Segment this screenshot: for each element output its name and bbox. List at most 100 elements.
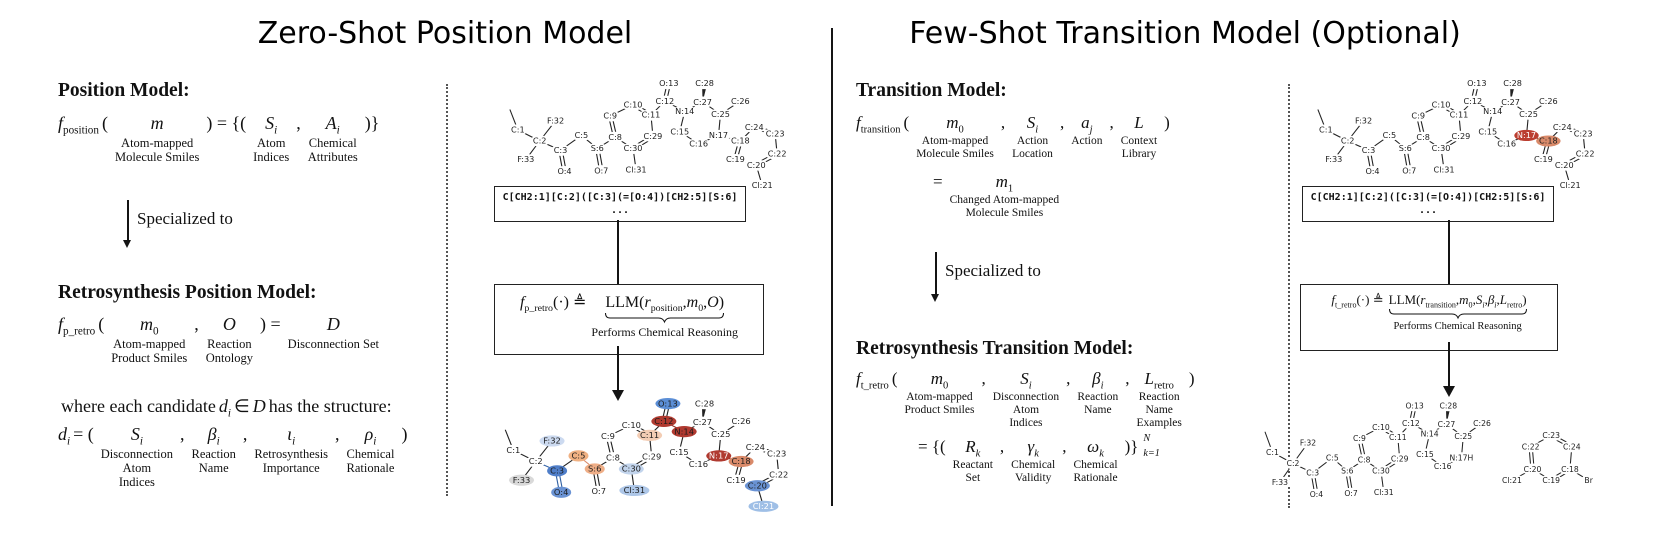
svg-text:C:8: C:8 bbox=[606, 454, 620, 463]
svg-text:C:2: C:2 bbox=[1287, 459, 1300, 468]
svg-text:Cl:31: Cl:31 bbox=[626, 166, 647, 175]
flow-line-top bbox=[617, 220, 619, 284]
svg-text:C:16: C:16 bbox=[1497, 140, 1516, 149]
svg-text:C:25: C:25 bbox=[711, 430, 730, 439]
retrosynthesis-transition-heading: Retrosynthesis Transition Model: bbox=[856, 338, 1134, 359]
svg-text:C:16: C:16 bbox=[689, 460, 708, 469]
svg-text:C:15: C:15 bbox=[669, 448, 688, 457]
arrow-down-icon bbox=[123, 240, 131, 248]
svg-text:F:32: F:32 bbox=[1355, 117, 1372, 126]
svg-text:C:23: C:23 bbox=[766, 130, 785, 139]
svg-text:N:14: N:14 bbox=[1421, 429, 1439, 438]
svg-text:C:10: C:10 bbox=[1432, 101, 1451, 110]
svg-text:C:30: C:30 bbox=[1372, 467, 1390, 476]
svg-text:C:26: C:26 bbox=[1473, 419, 1491, 428]
svg-text:C:16: C:16 bbox=[1434, 462, 1452, 471]
svg-text:C:12: C:12 bbox=[655, 97, 674, 106]
arrow-down-icon bbox=[931, 294, 939, 302]
smiles-box: C[CH2:1][C:2]([C:3](=[O:4])[CH2:5][S:6] … bbox=[1302, 186, 1554, 222]
svg-text:Cl:31: Cl:31 bbox=[624, 486, 646, 495]
svg-text:F:33: F:33 bbox=[517, 155, 534, 164]
svg-text:C:20: C:20 bbox=[1524, 465, 1542, 474]
svg-text:C:22: C:22 bbox=[768, 150, 787, 159]
transition-model-heading: Transition Model: bbox=[856, 80, 1007, 101]
flow-line-bottom bbox=[1448, 342, 1450, 386]
svg-text:C:29: C:29 bbox=[644, 132, 663, 141]
panel-divider bbox=[831, 28, 833, 506]
molecule-disconnection-highlighted: C:1C:2F:32F:33C:3O:4C:5S:6O:7C:8C:9C:10C… bbox=[503, 398, 792, 512]
svg-text:C:9: C:9 bbox=[603, 112, 617, 121]
arrow-down-icon bbox=[1443, 386, 1455, 397]
svg-text:C:9: C:9 bbox=[601, 432, 615, 441]
svg-text:C:19: C:19 bbox=[1542, 476, 1560, 485]
svg-text:O:7: O:7 bbox=[592, 487, 607, 496]
svg-text:C:26: C:26 bbox=[731, 97, 750, 106]
position-model-heading: Position Model: bbox=[58, 80, 190, 101]
svg-text:C:3: C:3 bbox=[1362, 146, 1376, 155]
svg-text:O:4: O:4 bbox=[1310, 490, 1323, 499]
svg-text:C:1: C:1 bbox=[1319, 126, 1333, 135]
svg-text:C:16: C:16 bbox=[689, 140, 708, 149]
svg-text:S:6: S:6 bbox=[1341, 467, 1353, 476]
svg-text:C:28: C:28 bbox=[695, 79, 714, 88]
svg-text:C:22: C:22 bbox=[1576, 150, 1595, 159]
svg-text:C:12: C:12 bbox=[654, 417, 673, 426]
svg-text:C:15: C:15 bbox=[670, 128, 689, 137]
svg-text:C:2: C:2 bbox=[1341, 137, 1355, 146]
svg-text:C:3: C:3 bbox=[1306, 469, 1319, 478]
svg-text:C:15: C:15 bbox=[1478, 128, 1497, 137]
underbrace-group: LLM(rposition,m0,O) Performs Chemical Re… bbox=[591, 294, 738, 340]
svg-text:O:4: O:4 bbox=[554, 488, 569, 497]
specialized-arrow-line bbox=[127, 200, 129, 240]
svg-text:C:9: C:9 bbox=[1411, 112, 1425, 121]
svg-text:C:3: C:3 bbox=[550, 467, 564, 476]
llm-expression: LLM(rtransition,m0,Si,βi,Lretro) bbox=[1388, 292, 1527, 310]
svg-text:C:24: C:24 bbox=[745, 123, 764, 132]
svg-text:C:20: C:20 bbox=[1555, 161, 1574, 170]
svg-text:O:7: O:7 bbox=[594, 167, 608, 176]
svg-text:C:28: C:28 bbox=[695, 400, 714, 409]
specialized-to-label: Specialized to bbox=[945, 261, 1041, 280]
left-panel-title: Zero-Shot Position Model bbox=[257, 16, 633, 51]
svg-text:C:24: C:24 bbox=[746, 444, 765, 453]
svg-text:C:11: C:11 bbox=[1389, 433, 1407, 442]
svg-text:Cl:21: Cl:21 bbox=[753, 502, 775, 511]
svg-text:O:4: O:4 bbox=[557, 168, 571, 177]
right-dotted-separator bbox=[1288, 84, 1290, 508]
svg-text:C:24: C:24 bbox=[1553, 123, 1572, 132]
molecule-atom-mapped: C:1C:2F:32F:33C:3O:4C:5S:6O:7C:8C:9C:10C… bbox=[508, 78, 790, 192]
llm-box-lhs: ft_retro(·) ≜ bbox=[1331, 292, 1384, 310]
svg-text:S:6: S:6 bbox=[591, 144, 604, 153]
svg-text:C:28: C:28 bbox=[1439, 401, 1457, 410]
flow-line-top bbox=[1448, 220, 1450, 284]
svg-text:C:27: C:27 bbox=[693, 418, 712, 427]
svg-text:C:29: C:29 bbox=[642, 453, 661, 462]
svg-text:C:5: C:5 bbox=[1326, 454, 1339, 463]
left-dotted-separator bbox=[446, 84, 448, 496]
svg-text:Cl:21: Cl:21 bbox=[752, 181, 773, 190]
svg-text:C:8: C:8 bbox=[1416, 133, 1430, 142]
llm-box-position: fp_retro(·) ≜ LLM(rposition,m0,O) Perfor… bbox=[494, 284, 764, 355]
svg-text:C:1: C:1 bbox=[1266, 448, 1279, 457]
svg-text:C:3: C:3 bbox=[554, 146, 568, 155]
underbrace bbox=[1388, 309, 1527, 320]
smiles-text: C[CH2:1][C:2]([C:3](=[O:4])[CH2:5][S:6] bbox=[502, 192, 738, 203]
svg-text:C:8: C:8 bbox=[1358, 455, 1371, 464]
underbrace-label: Performs Chemical Reasoning bbox=[591, 325, 739, 339]
retrosynthesis-position-heading: Retrosynthesis Position Model: bbox=[58, 282, 317, 303]
smiles-ellipsis: ... bbox=[1418, 205, 1438, 216]
svg-text:C:2: C:2 bbox=[533, 137, 547, 146]
svg-text:C:27: C:27 bbox=[1438, 420, 1456, 429]
svg-text:C:5: C:5 bbox=[571, 452, 585, 461]
svg-text:C:11: C:11 bbox=[642, 111, 661, 120]
smiles-text: C[CH2:1][C:2]([C:3](=[O:4])[CH2:5][S:6] bbox=[1310, 192, 1546, 203]
svg-text:O:13: O:13 bbox=[658, 400, 678, 409]
smiles-box: C[CH2:1][C:2]([C:3](=[O:4])[CH2:5][S:6] … bbox=[494, 186, 746, 222]
svg-text:C:10: C:10 bbox=[624, 101, 643, 110]
